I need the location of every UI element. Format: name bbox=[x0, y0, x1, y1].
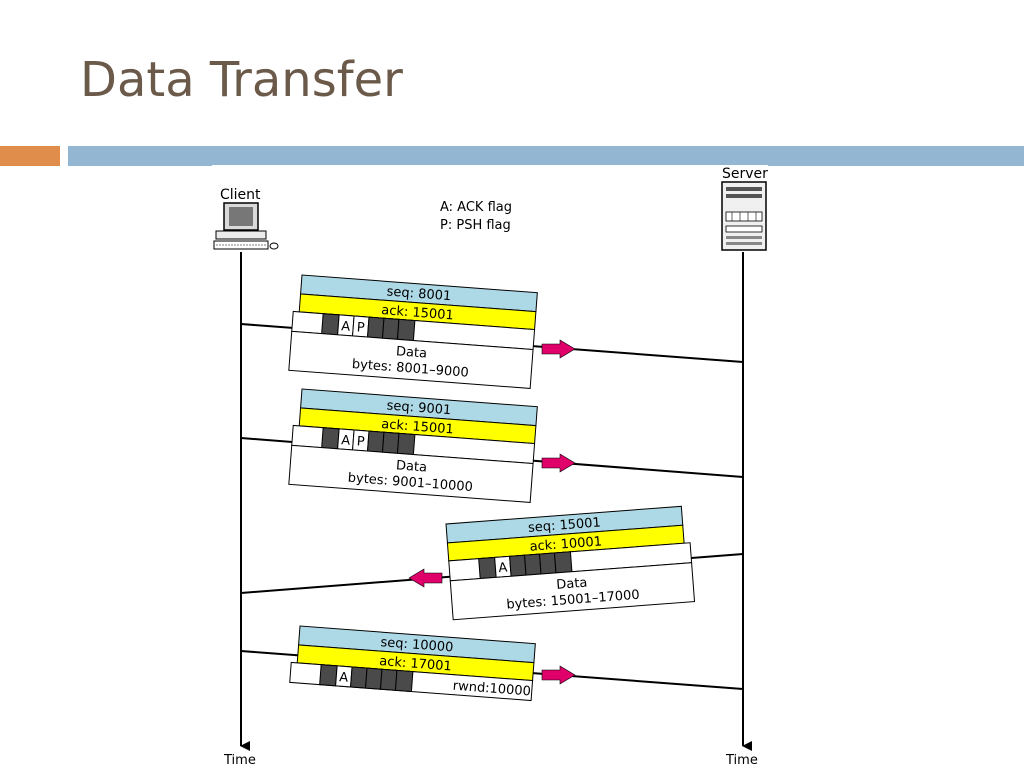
data-label: Data bbox=[395, 344, 427, 361]
client-time-label: Time bbox=[223, 753, 256, 768]
data-label: Data bbox=[556, 576, 588, 593]
segment-box-2: seq: 9001 ack: 15001 A P Data bytes: 900… bbox=[288, 388, 538, 503]
flag-a: A bbox=[498, 561, 508, 577]
flag-a: A bbox=[339, 670, 349, 686]
server-icon bbox=[721, 181, 767, 251]
legend-psh: P: PSH flag bbox=[440, 218, 511, 233]
segment-arrow-right-icon bbox=[541, 453, 576, 473]
flag-p: P bbox=[356, 434, 365, 450]
segment-box-4: seq: 10000 ack: 17001 A rwnd:10000 bbox=[289, 625, 536, 702]
flag-a: A bbox=[341, 433, 351, 449]
legend-ack: A: ACK flag bbox=[440, 200, 512, 215]
segment-arrow-left-icon bbox=[408, 568, 443, 588]
seq-value: seq: 15001 bbox=[528, 515, 602, 535]
server-label: Server bbox=[722, 166, 768, 182]
ack-value: ack: 15001 bbox=[381, 303, 454, 323]
ack-value: ack: 17001 bbox=[379, 654, 452, 674]
segment-arrow-right-icon bbox=[541, 665, 576, 685]
data-field bbox=[288, 330, 534, 389]
seq-value: seq: 8001 bbox=[386, 284, 452, 304]
seq-value: seq: 9001 bbox=[386, 398, 452, 418]
data-field bbox=[288, 444, 534, 503]
data-label: Data bbox=[395, 458, 427, 475]
client-label: Client bbox=[220, 187, 261, 203]
slide-title: Data Transfer bbox=[80, 52, 403, 108]
data-field bbox=[449, 562, 696, 621]
flag-a: A bbox=[341, 319, 351, 335]
segment-box-1: seq: 8001 ack: 15001 A P Data bytes: 800… bbox=[288, 274, 538, 389]
ack-value: ack: 15001 bbox=[381, 417, 454, 437]
server-time-label: Time bbox=[725, 753, 758, 768]
rwnd-value: rwnd:10000 bbox=[452, 679, 531, 700]
accent-bar-orange bbox=[0, 146, 60, 166]
ack-value: ack: 10001 bbox=[529, 534, 602, 554]
accent-bar-blue bbox=[68, 146, 1024, 166]
segment-arrow-right-icon bbox=[541, 339, 576, 359]
client-computer-icon bbox=[213, 202, 279, 250]
flag-p: P bbox=[356, 320, 365, 336]
segment-box-3: seq: 15001 ack: 10001 A Data bytes: 1500… bbox=[445, 505, 696, 621]
seq-value: seq: 10000 bbox=[380, 635, 454, 655]
